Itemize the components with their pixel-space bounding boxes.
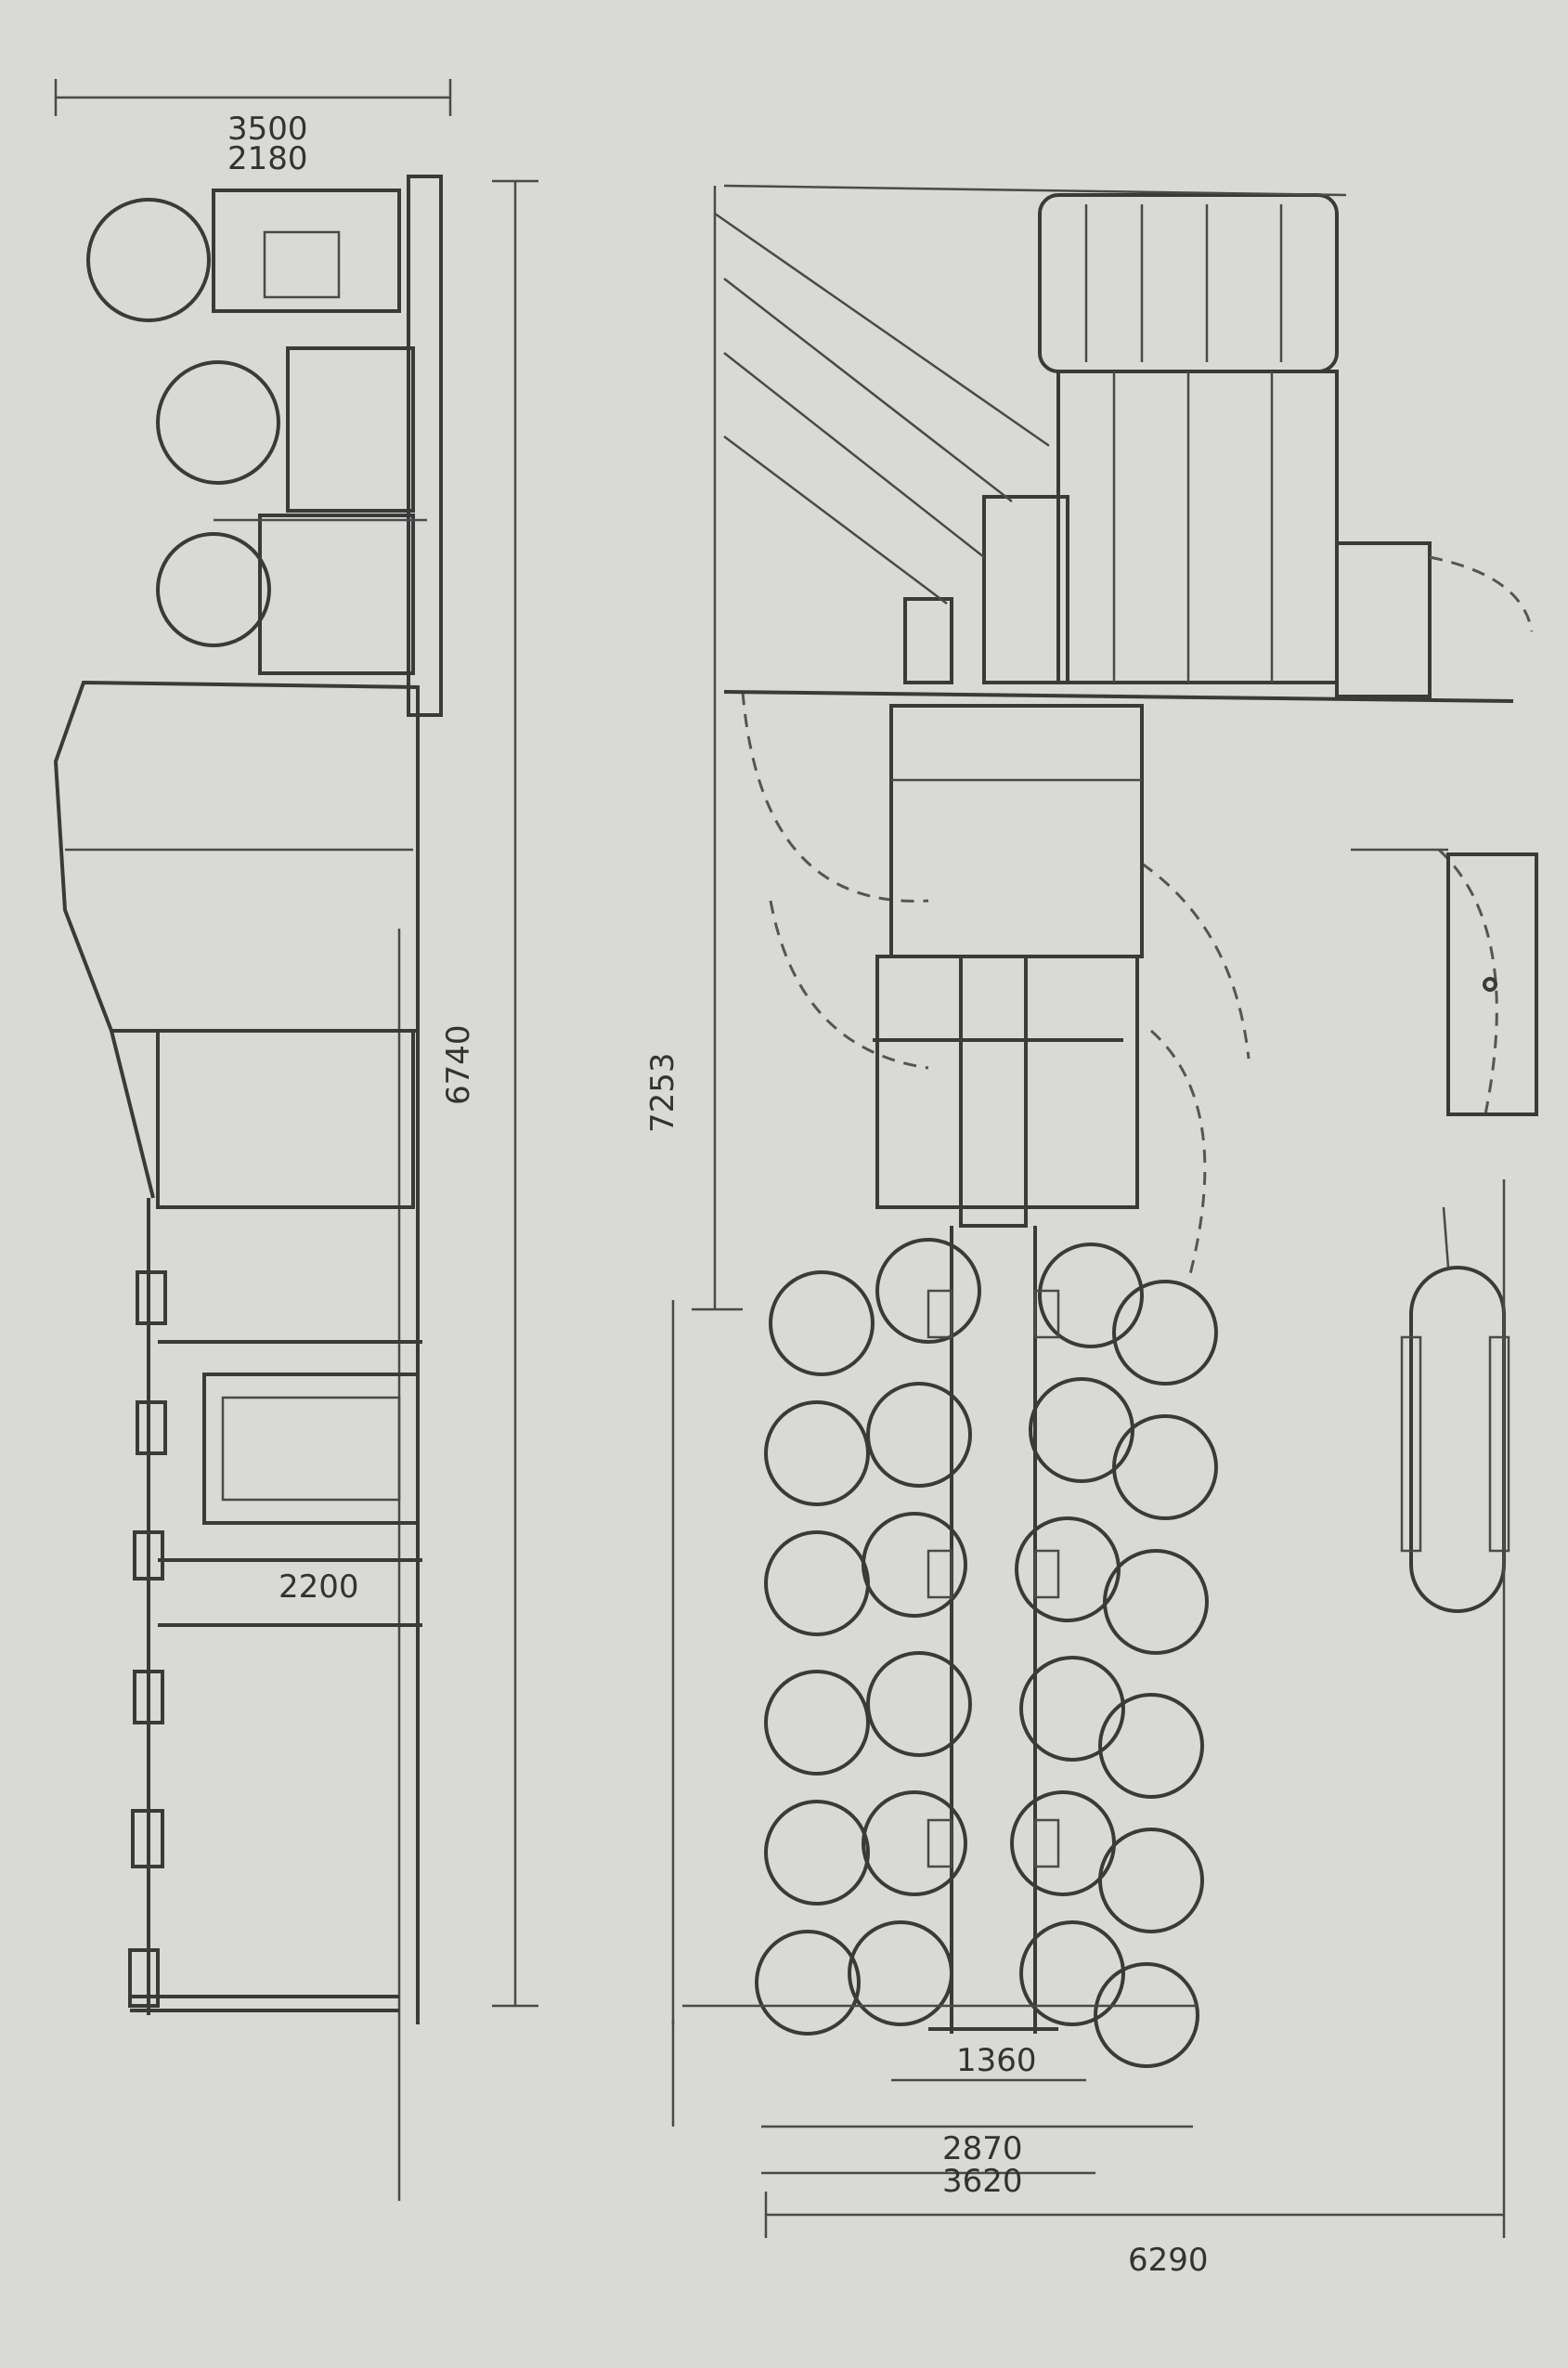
right-circle-bank [755, 1238, 1218, 2068]
left-tanks [86, 189, 427, 675]
dim-total-width: 6290 [1128, 2242, 1209, 2279]
left-main-body [53, 680, 420, 1209]
dim-mid-width: 2200 [279, 1568, 359, 1606]
left-overall-dimension: 6740 [440, 179, 538, 2008]
dim-right-overall: 7253 [644, 1052, 681, 1133]
dim-top-sub: 2180 [227, 140, 308, 177]
right-swing-arcs [741, 691, 1498, 1282]
right-central-body [723, 690, 1514, 1228]
left-top-dimension: 3500 2180 [54, 79, 452, 177]
gas-cylinder [1400, 1206, 1510, 1613]
dim-bottom-mid: 2870 [942, 2130, 1023, 2167]
dim-top-width: 3500 [227, 111, 308, 148]
left-piping [128, 1198, 167, 2015]
left-frame [147, 175, 443, 2201]
right-bottom-dimensions: 1360 2870 3620 6290 [671, 1179, 1506, 2279]
dim-bottom-outer: 3620 [942, 2163, 1023, 2200]
right-view: 7253 [644, 184, 1538, 2279]
left-lower-housing: 2200 [130, 1340, 422, 2012]
right-top-block [903, 193, 1534, 698]
right-side-block [1351, 848, 1538, 1116]
right-leaders [714, 184, 1347, 605]
dim-overall-length: 6740 [440, 1024, 477, 1105]
right-center-spine [927, 1226, 1060, 2034]
left-view: 3500 2180 6740 [53, 79, 538, 2201]
right-overall-dimension: 7253 [644, 186, 743, 2024]
dim-bottom-inner: 1360 [956, 2042, 1037, 2079]
